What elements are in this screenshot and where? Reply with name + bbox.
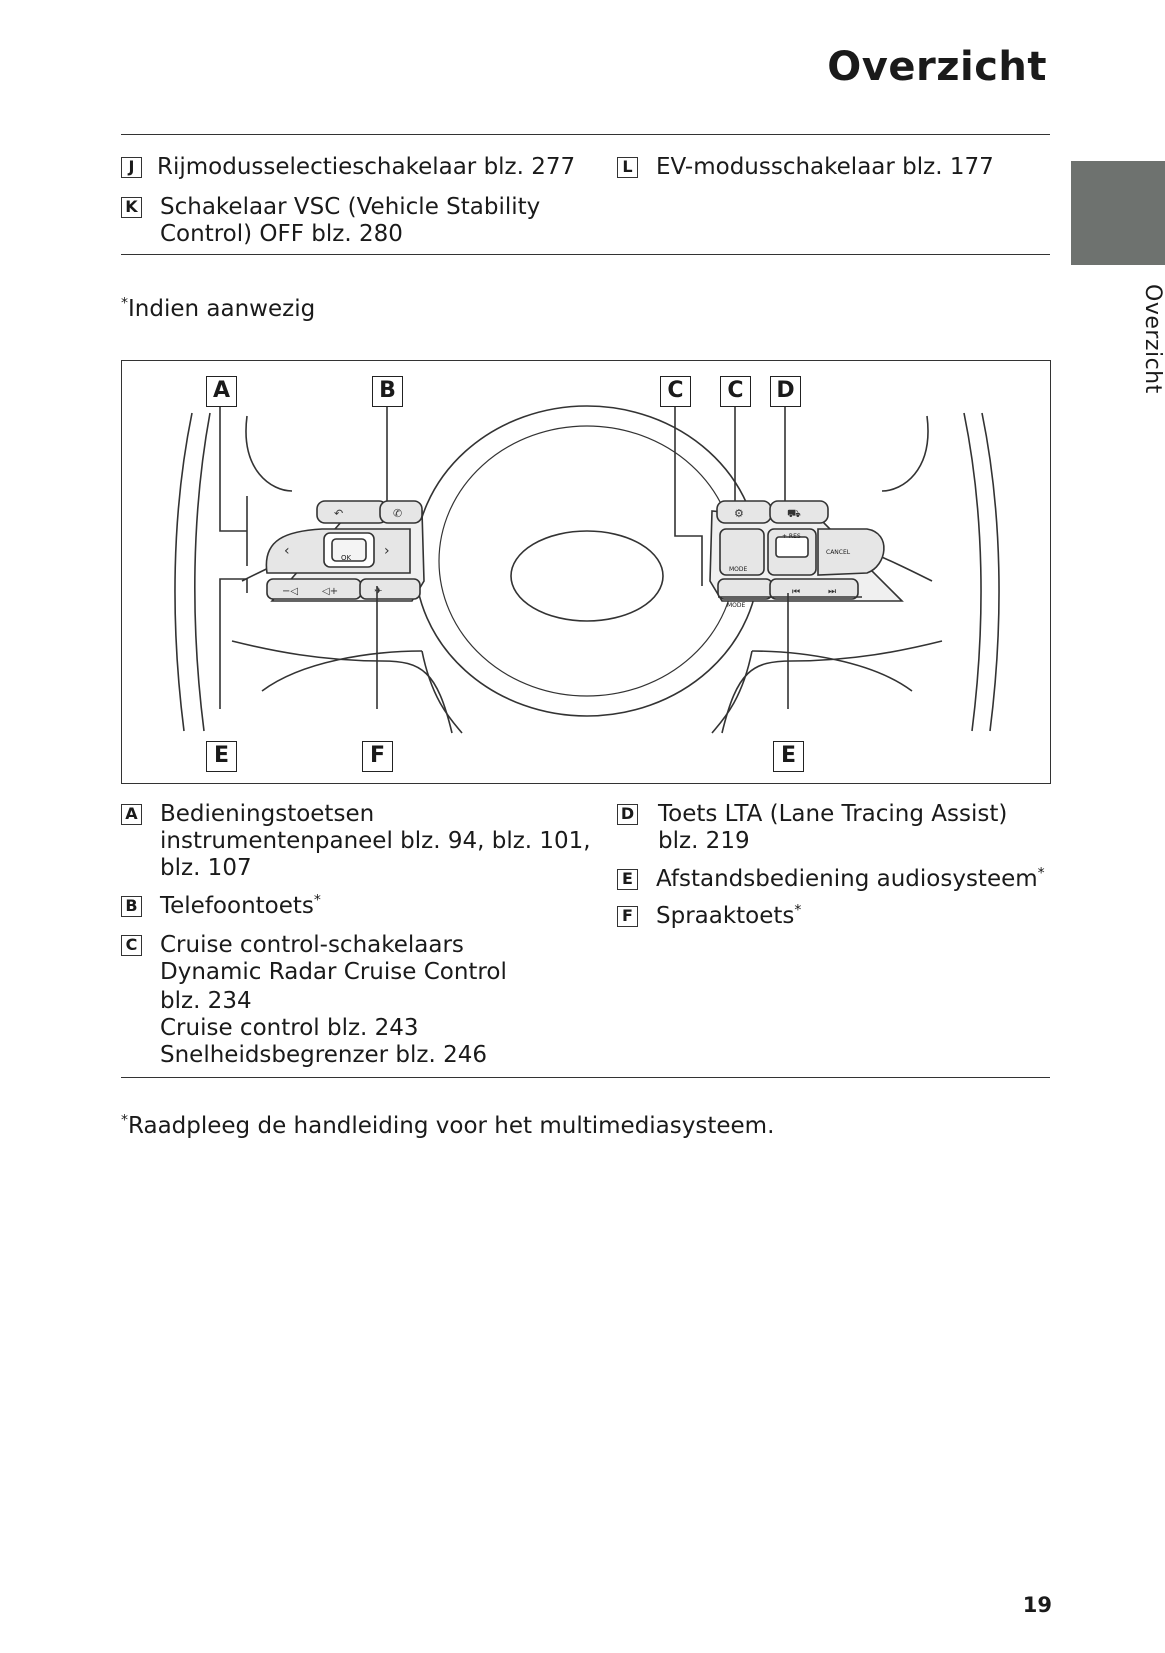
legend-text: EV-modusschakelaar blz. 177 — [656, 154, 994, 180]
svg-text:✆: ✆ — [393, 507, 402, 520]
divider-top — [121, 134, 1050, 135]
legend-item-a: A Bedieningstoetsen instrumentenpaneel b… — [121, 801, 591, 882]
legend-text: Control) OFF blz. 280 — [160, 221, 403, 247]
divider-bottom — [121, 1077, 1050, 1078]
steering-wheel-figure: ↶ ✆ ‹ › −◁ ◁+ ✈ ⚙ ⛟ ⏮ ⏭ A B C C D E F E … — [121, 360, 1051, 784]
legend-text: blz. 107 — [160, 855, 252, 881]
steering-wheel-drawing: ↶ ✆ ‹ › −◁ ◁+ ✈ ⚙ ⛟ ⏮ ⏭ — [174, 403, 1000, 734]
callout-b: B — [372, 376, 403, 407]
legend-text: Snelheidsbegrenzer blz. 246 — [160, 1042, 488, 1068]
legend-key: D — [617, 804, 638, 825]
legend-text: Afstandsbediening audiosysteem — [656, 866, 1038, 892]
legend-key: A — [121, 804, 142, 825]
svg-text:⚙: ⚙ — [734, 507, 744, 520]
legend-key: L — [617, 157, 638, 178]
footnote-star: * — [121, 295, 128, 312]
section-tab-label: Overzicht — [1140, 284, 1165, 394]
legend-text: blz. 234 — [160, 988, 252, 1014]
callout-f: F — [362, 741, 393, 772]
footnote-text: Raadpleeg de handleiding voor het multim… — [128, 1113, 775, 1139]
legend-text: blz. 219 — [658, 828, 750, 854]
footnote-star: * — [794, 902, 802, 919]
callout-c-second: C — [720, 376, 751, 407]
page-title: Overzicht — [827, 44, 1047, 90]
legend-text: Schakelaar VSC (Vehicle Stability — [160, 194, 541, 220]
legend-key: E — [617, 869, 638, 890]
legend-text: Toets LTA (Lane Tracing Assist) — [658, 801, 1008, 827]
legend-item-c: C Cruise control-schakelaars Dynamic Rad… — [121, 932, 507, 1069]
legend-key: J — [121, 157, 142, 178]
audio-mode-button-label: MODE — [727, 602, 746, 609]
legend-key: B — [121, 896, 142, 917]
svg-text:↶: ↶ — [334, 507, 343, 520]
footnote-multimedia: *Raadpleeg de handleiding voor het multi… — [121, 1113, 774, 1139]
svg-text:✈: ✈ — [374, 586, 382, 597]
svg-text:⛟: ⛟ — [787, 507, 801, 520]
legend-item-d: D Toets LTA (Lane Tracing Assist) blz. 2… — [617, 801, 1007, 855]
callout-d: D — [770, 376, 801, 407]
footnote-star: * — [313, 892, 321, 909]
footnote-star: * — [121, 1112, 128, 1129]
callout-a: A — [206, 376, 237, 407]
legend-text: Telefoontoets — [160, 893, 314, 919]
legend-item-f: F Spraaktoets* — [617, 903, 801, 930]
legend-key: C — [121, 935, 142, 956]
section-tab-marker — [1071, 161, 1165, 265]
legend-text: Rijmodusselectieschakelaar blz. 277 — [157, 154, 576, 180]
legend-text: Dynamic Radar Cruise Control — [160, 959, 507, 985]
svg-text:›: › — [384, 543, 390, 559]
divider-mid — [121, 254, 1050, 255]
legend-key: K — [121, 197, 142, 218]
mode-button-label: MODE — [729, 566, 748, 573]
ok-button-label: OK — [341, 554, 352, 562]
callout-e: E — [206, 741, 237, 772]
legend-item-l: L EV-modusschakelaar blz. 177 — [617, 154, 994, 181]
cancel-button-label: CANCEL — [826, 549, 851, 556]
legend-item-k: K Schakelaar VSC (Vehicle Stability Cont… — [121, 194, 540, 248]
callout-c: C — [660, 376, 691, 407]
legend-item-e: E Afstandsbediening audiosysteem* — [617, 866, 1045, 893]
legend-text: Cruise control-schakelaars — [160, 932, 464, 958]
legend-text: Cruise control blz. 243 — [160, 1015, 419, 1041]
footnote-availability: *Indien aanwezig — [121, 296, 315, 322]
legend-text: instrumentenpaneel blz. 94, blz. 101, — [160, 828, 591, 854]
legend-text: Bedieningstoetsen — [160, 801, 375, 827]
page-number: 19 — [1022, 1593, 1052, 1617]
footnote-text: Indien aanwezig — [128, 296, 316, 322]
svg-text:−◁: −◁ — [282, 586, 298, 597]
svg-text:⏭: ⏭ — [828, 587, 836, 597]
svg-text:⏮: ⏮ — [792, 587, 800, 597]
svg-text:‹: ‹ — [284, 543, 290, 559]
legend-text: Spraaktoets — [656, 903, 795, 929]
callout-e-right: E — [773, 741, 804, 772]
legend-item-b: B Telefoontoets* — [121, 893, 321, 920]
legend-key: F — [617, 906, 638, 927]
legend-item-j: J Rijmodusselectieschakelaar blz. 277 — [121, 154, 575, 181]
footnote-star: * — [1037, 865, 1045, 882]
res-button-label: + RES — [782, 533, 801, 540]
svg-text:◁+: ◁+ — [322, 586, 338, 597]
